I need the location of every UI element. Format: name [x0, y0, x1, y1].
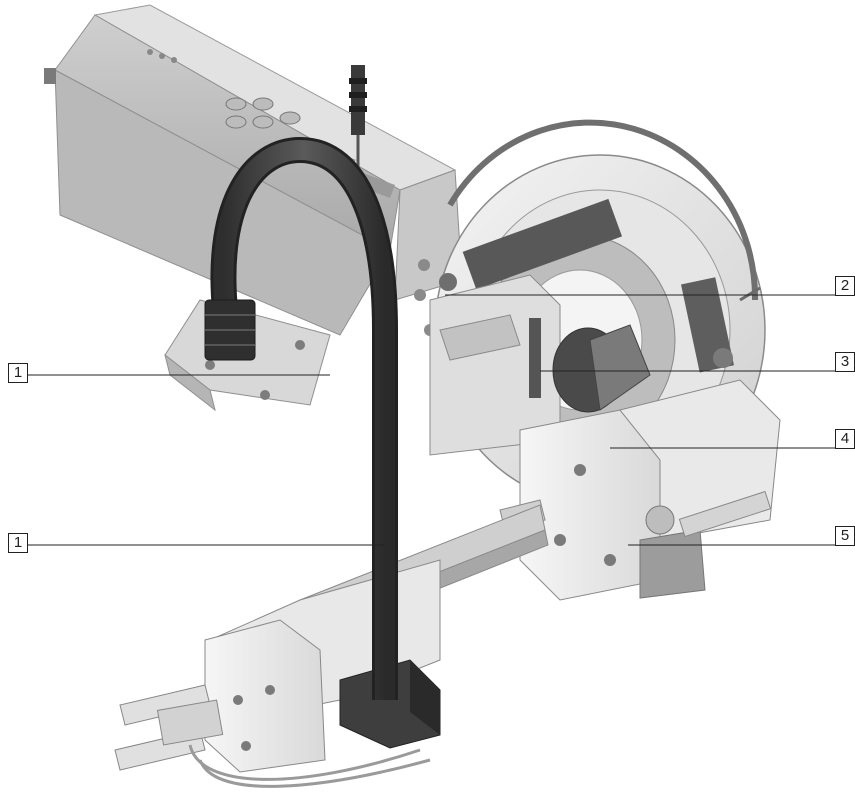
callout-left-1: 1	[8, 363, 28, 383]
callout-right-2: 2	[835, 276, 855, 296]
lower-gripper	[114, 619, 431, 788]
callout-right-5: 5	[835, 526, 855, 546]
callout-left-2: 1	[8, 533, 28, 553]
callout-right-3: 3	[835, 352, 855, 372]
cable-arc	[204, 136, 398, 700]
callout-right-4: 4	[835, 429, 855, 449]
callout-leaders	[28, 294, 835, 546]
cable-terminal-block	[339, 659, 441, 749]
